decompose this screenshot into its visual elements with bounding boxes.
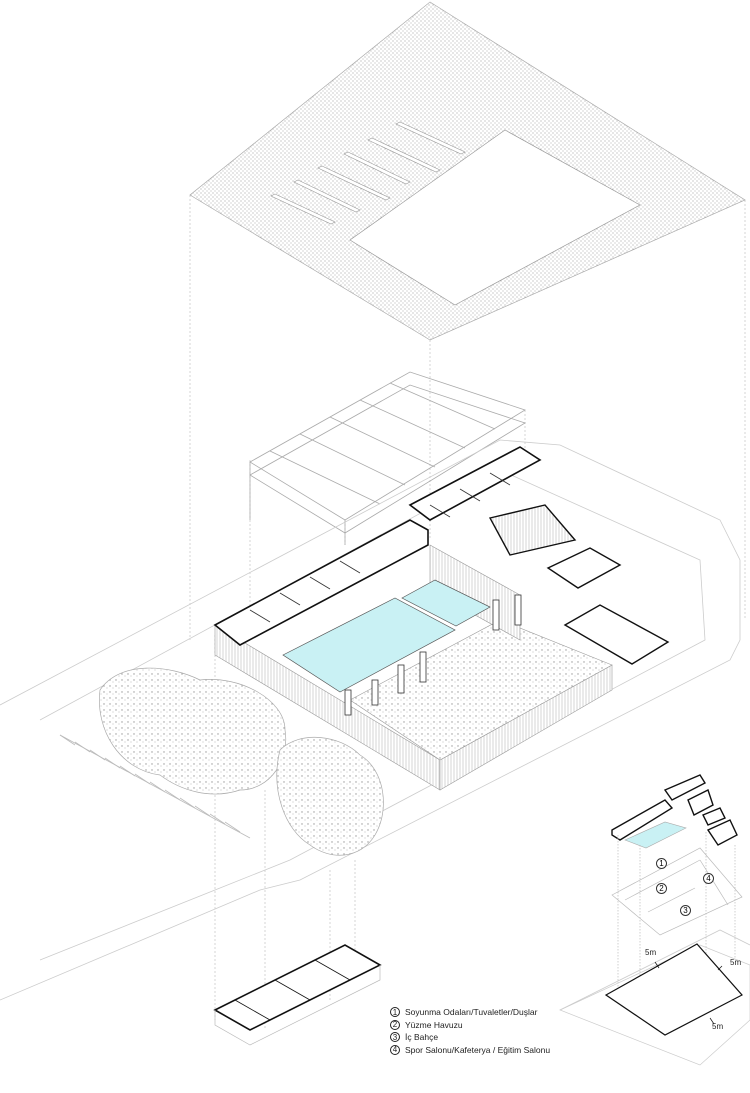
legend-number: 2 — [390, 1019, 400, 1030]
changing-rooms-block — [213, 446, 542, 646]
zone-number-3: 3 — [680, 905, 691, 916]
roof — [189, 1, 746, 341]
classroom-block — [563, 604, 670, 665]
legend-item: 3 İç Bahçe — [390, 1031, 550, 1044]
legend-item: 4 Spor Salonu/Kafeterya / Eğitim Salonu — [390, 1044, 550, 1057]
mini-massing — [611, 774, 738, 846]
courtyard — [349, 619, 613, 761]
roof-structure — [249, 371, 526, 545]
pool-main — [282, 597, 456, 693]
building — [213, 446, 670, 791]
legend-item: 2 Yüzme Havuzu — [390, 1019, 550, 1032]
legend: 1 Soyunma Odaları/Tuvaletler/Duşlar 2 Yüzm… — [390, 1006, 550, 1056]
roof-skylights — [270, 121, 466, 225]
legend-item: 1 Soyunma Odaları/Tuvaletler/Duşlar — [390, 1006, 550, 1019]
setback-label: 5m — [645, 948, 657, 957]
legend-number: 1 — [390, 1007, 400, 1018]
tree-clusters — [99, 667, 384, 856]
legend-label: Soyunma Odaları/Tuvaletler/Duşlar — [405, 1007, 538, 1018]
setback-label: 5m — [730, 958, 742, 967]
pool-small — [401, 579, 491, 627]
mini-pool — [624, 821, 687, 849]
courtyard-columns — [344, 594, 522, 716]
parking-stalls — [59, 734, 251, 839]
zoning-diagram — [559, 774, 750, 1066]
gym-block — [488, 504, 577, 556]
zone-number-4: 4 — [703, 873, 714, 884]
zone-number-2: 2 — [656, 883, 667, 894]
roof-courtyard-opening — [349, 129, 641, 306]
zone-number-1: 1 — [656, 858, 667, 869]
mini-zones — [611, 832, 743, 1000]
cafeteria-block — [546, 547, 622, 589]
setback-label: 5m — [712, 1022, 724, 1031]
buildable-area — [604, 943, 743, 1036]
lower-floor-plan — [213, 944, 382, 1046]
legend-label: Yüzme Havuzu — [405, 1019, 463, 1030]
legend-label: İç Bahçe — [405, 1032, 439, 1043]
legend-number: 3 — [390, 1032, 400, 1043]
legend-number: 4 — [390, 1044, 400, 1055]
legend-label: Spor Salonu/Kafeterya / Eğitim Salonu — [405, 1044, 551, 1055]
